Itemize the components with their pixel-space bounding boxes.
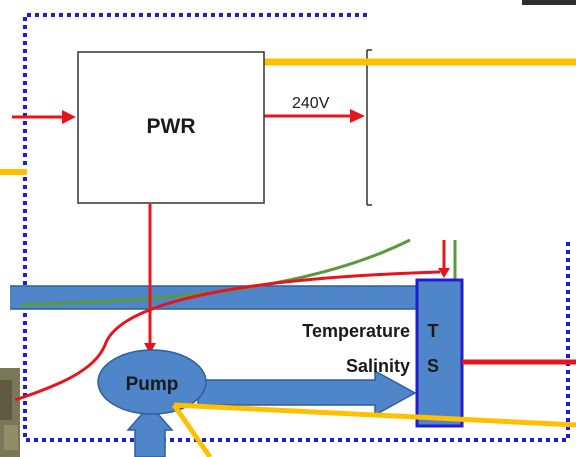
- photo-fragment-top-right: [522, 0, 576, 5]
- supply-pipe: [10, 285, 418, 310]
- pump-inlet-arrow: [126, 403, 174, 457]
- right-box: [366, 49, 372, 206]
- ts-sensor: [415, 278, 464, 428]
- pump-outlet-arrow: [197, 369, 417, 417]
- temperature-label: Temperature: [302, 321, 410, 341]
- sensor-s-label: S: [427, 356, 439, 376]
- sensor-t-label: T: [428, 321, 439, 341]
- pwr-label: PWR: [147, 115, 196, 138]
- arrow-head-sensor: [438, 268, 450, 278]
- arrow-head-240v: [350, 109, 365, 123]
- arrow-head-pump: [144, 343, 156, 354]
- power-line-curve: [14, 270, 441, 402]
- photo-fragment-bottom-left: [0, 368, 20, 457]
- arrow-head-power-in: [62, 110, 76, 124]
- enclosure-dotted-border: [23, 13, 570, 442]
- pwr-box: [77, 51, 265, 204]
- voltage-label: 240V: [292, 95, 330, 112]
- salinity-label: Salinity: [346, 356, 410, 376]
- pump-label: Pump: [126, 374, 179, 395]
- pump-signal-lines: [171, 402, 576, 457]
- pump-ellipse: [97, 349, 207, 415]
